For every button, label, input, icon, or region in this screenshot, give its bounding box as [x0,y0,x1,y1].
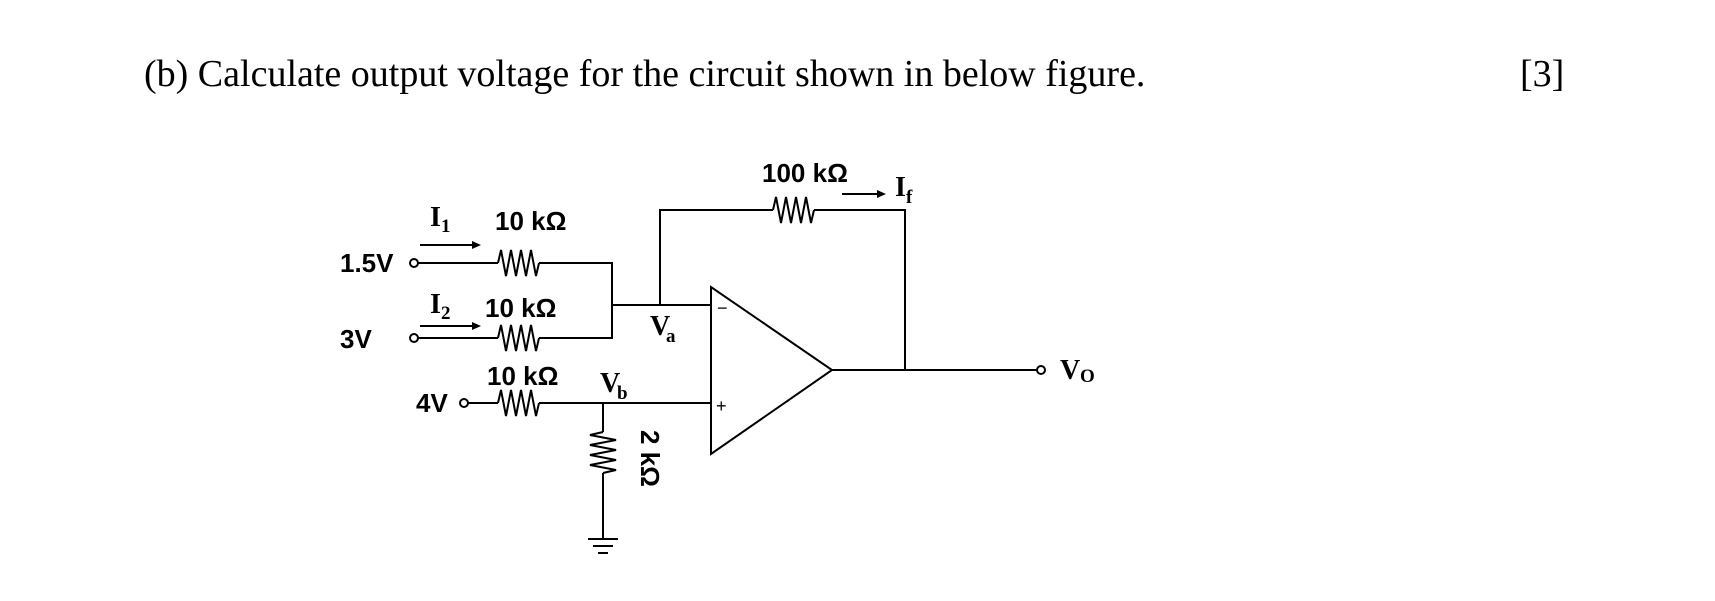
output-terminal [1036,365,1046,375]
resistor-r1-label: 10 kΩ [495,206,566,236]
current-i2-subscript: 2 [441,303,451,324]
input-2-terminal [409,333,419,343]
question-text: (b) Calculate output voltage for the cir… [144,53,1146,95]
node-va-label: V [650,311,670,342]
opamp-triangle [710,285,834,456]
resistor-rg-label: 2 kΩ [635,430,665,487]
input-3-voltage-label: 4V [416,388,448,418]
current-i1-label: I [430,202,441,233]
current-if-subscript: f [906,187,913,208]
node-va-subscript: a [666,326,676,347]
opamp-inverting-sign: − [717,298,728,318]
current-if-label: I [895,172,906,203]
input-2-voltage-label: 3V [340,324,372,354]
input-1-terminal [409,258,419,268]
marks-label: [3] [1520,53,1565,95]
resistor-rf [772,196,815,224]
resistor-rg [589,431,617,474]
resistor-r3-label: 10 kΩ [487,361,558,391]
current-i2-arrowhead [472,322,481,330]
resistor-rf-label: 100 kΩ [762,158,848,188]
resistor-r2-label: 10 kΩ [485,293,556,323]
output-vo-label: V [1060,355,1080,386]
current-i1-subscript: 1 [441,216,451,237]
resistor-r2 [497,324,540,352]
input-1-voltage-label: 1.5V [340,248,394,278]
resistor-r1 [497,249,540,277]
node-vb-subscript: b [617,383,628,404]
current-i2-label: I [430,289,441,320]
r2-to-node-wire [539,305,613,339]
feedback-right-wire [814,209,906,370]
input-3-terminal [459,398,469,408]
opamp-noninverting-sign: + [716,396,727,416]
ground-symbol [588,538,618,554]
output-vo-subscript: O [1080,366,1095,387]
feedback-left-wire [659,209,773,305]
resistor-r3 [497,389,540,417]
node-vb-label: V [600,368,620,399]
current-if-arrowhead [877,190,886,198]
current-i1-arrowhead [472,241,481,249]
r1-to-node-wire [539,262,613,305]
